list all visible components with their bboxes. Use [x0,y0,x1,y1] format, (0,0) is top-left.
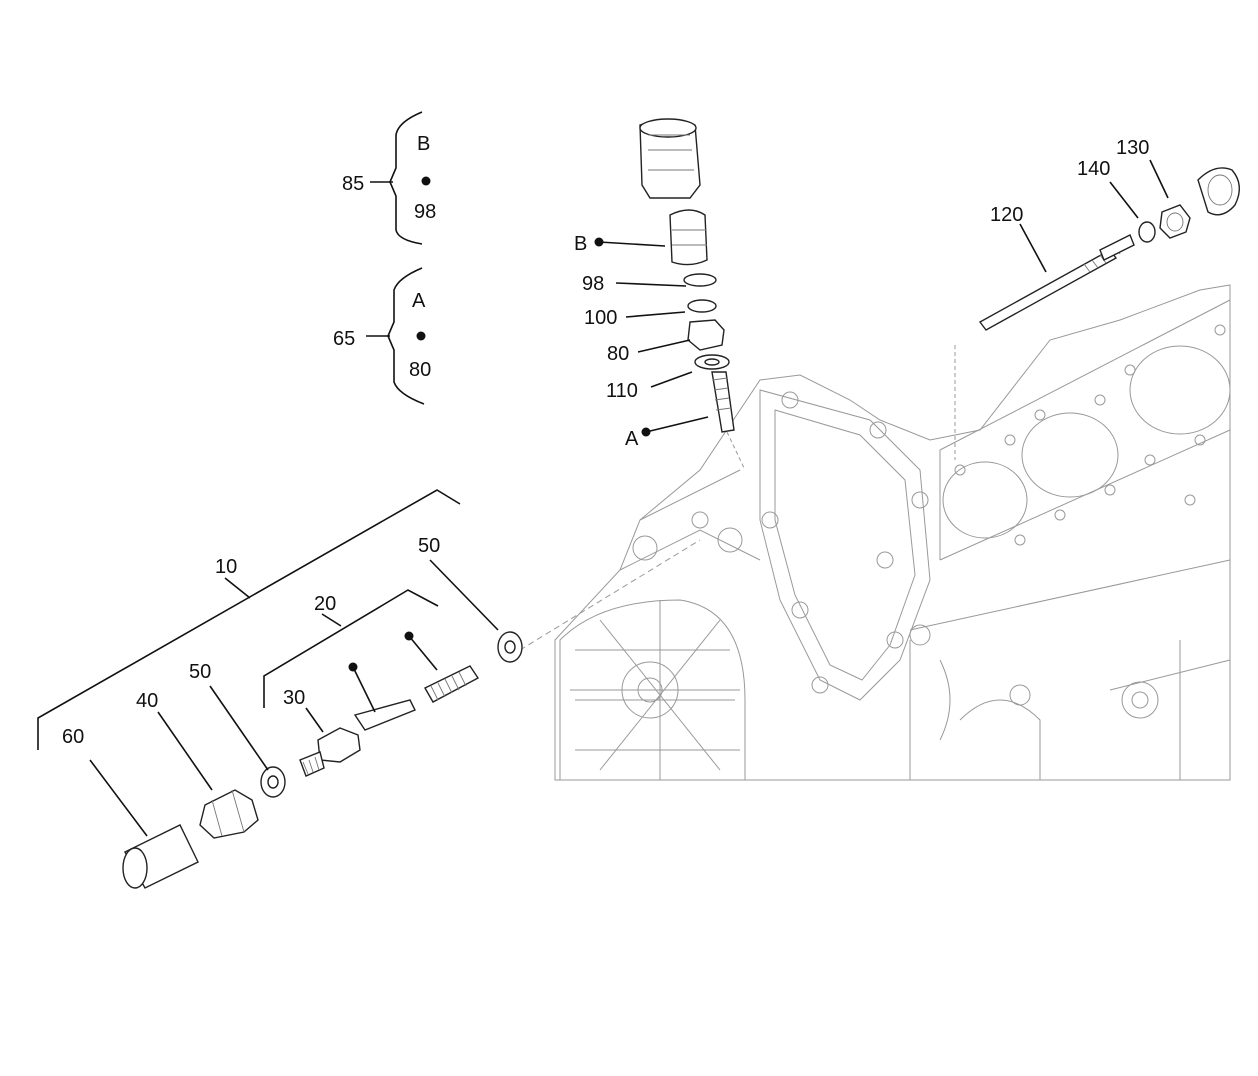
valve-leaders [89,559,499,837]
label-50-right: 50 [418,535,440,557]
stud-assembly [978,167,1240,331]
label-30: 30 [283,687,305,709]
kit-b-legend [370,111,431,245]
label-100: 100 [584,307,617,329]
kit-a-dot [416,331,426,341]
label-kit-a-letter: A [412,290,426,312]
injector-leaders [594,237,709,437]
valve-assembly [122,539,701,889]
label-kit-b-98: 98 [414,201,436,223]
label-110: 110 [606,380,638,402]
label-80: 80 [607,343,629,365]
label-130: 130 [1116,137,1149,159]
injector-stack [639,118,746,471]
label-140: 140 [1077,158,1110,180]
label-50-left: 50 [189,661,211,683]
engine-block-drawing [554,284,1231,781]
assembly-brackets [37,489,461,750]
label-10: 10 [215,556,237,578]
label-65: 65 [333,328,355,350]
label-A: A [625,428,639,450]
label-60: 60 [62,726,84,748]
callout-labels: 85 B 98 65 A 80 B 98 100 80 110 A 120 14… [62,133,1149,748]
label-40: 40 [136,690,158,712]
label-120: 120 [990,204,1023,226]
kit-b-dot [421,176,431,186]
label-85: 85 [342,173,364,195]
kit-a-legend [366,267,426,405]
label-kit-b-letter: B [417,133,430,155]
label-98: 98 [582,273,604,295]
label-B: B [574,233,587,255]
label-kit-a-80: 80 [409,359,431,381]
stud-leaders [1019,159,1169,273]
label-20: 20 [314,593,336,615]
